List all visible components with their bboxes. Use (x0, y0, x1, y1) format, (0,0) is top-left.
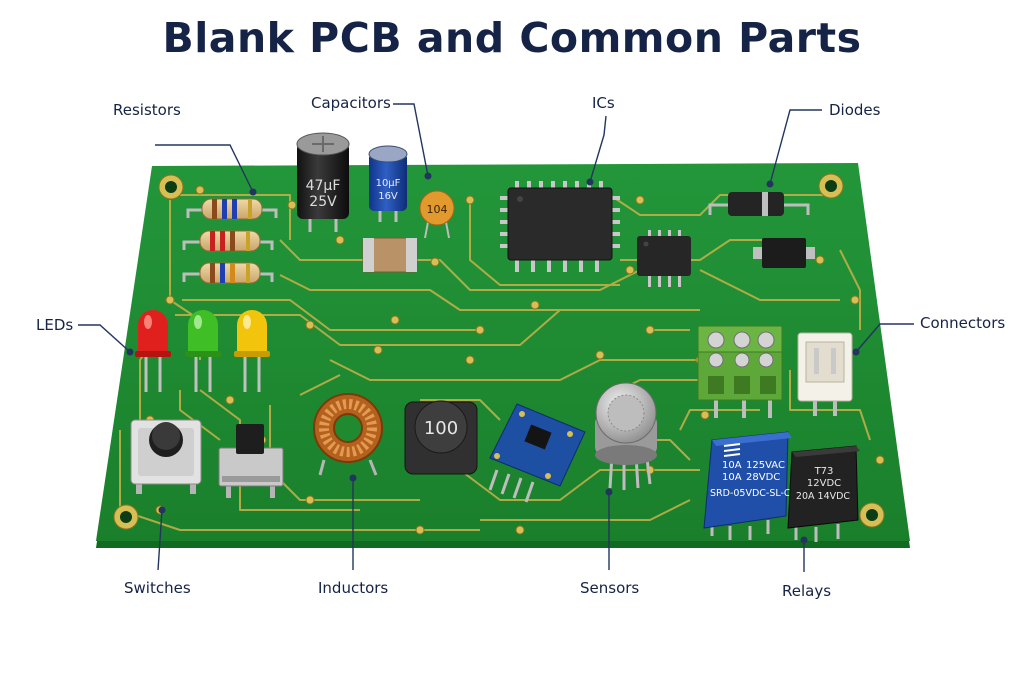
label-switches: Switches (124, 579, 191, 597)
smd-capacitor (362, 237, 418, 273)
ceramic-cap-text: 104 (427, 203, 448, 216)
resistor-1 (186, 198, 278, 220)
relay-blue: 10A 125VAC 10A 28VDC SRD-05VDC-SL-C (703, 431, 792, 540)
label-inductors: Inductors (318, 579, 389, 597)
inductor-marking-text: 100 (424, 418, 458, 439)
resistor-2 (182, 230, 274, 252)
relay-blue-line1b-text: 125VAC (746, 460, 785, 471)
relay-black-line2-text: 12VDC (807, 478, 841, 489)
sensor-breakout-board (488, 403, 586, 503)
leader-capacitors (393, 103, 429, 177)
axial-diode (708, 192, 810, 216)
toroid-inductor (313, 393, 383, 476)
electrolytic-voltage-text: 25V (309, 194, 337, 210)
label-sensors: Sensors (580, 579, 640, 597)
relay-blue-line3-text: SRD-05VDC-SL-C (710, 488, 791, 499)
blue-cap-voltage-text: 16V (378, 191, 398, 202)
jst-connector (797, 332, 853, 416)
label-diodes: Diodes (829, 101, 881, 119)
resistor-3 (182, 262, 274, 284)
smd-diode (753, 238, 815, 268)
label-capacitors: Capacitors (311, 94, 391, 112)
page-title: Blank PCB and Common Parts (162, 14, 862, 62)
pcb-board (96, 163, 910, 548)
leader-resistors (155, 144, 254, 193)
label-leds: LEDs (36, 316, 74, 334)
leader-diodes (769, 109, 822, 185)
relay-blue-line2-text: 10A (722, 472, 742, 483)
led-yellow (234, 310, 270, 392)
ceramic-capacitor: 104 (419, 190, 455, 239)
mounting-holes (113, 173, 885, 530)
relay-blue-line1-text: 10A (722, 460, 742, 471)
leader-leds (78, 324, 131, 353)
smd-power-inductor: 100 (404, 400, 478, 475)
label-connectors: Connectors (920, 314, 1006, 332)
electrolytic-value-text: 47μF (306, 178, 341, 194)
resistors (182, 198, 278, 284)
leader-dots (126, 172, 860, 544)
relay-black-line1-text: T73 (814, 466, 834, 477)
blue-cap-value-text: 10μF (376, 178, 401, 189)
label-resistors: Resistors (113, 101, 181, 119)
relay-black-line3-text: 20A 14VDC (796, 491, 851, 502)
label-ics: ICs (592, 94, 615, 112)
electrolytic-capacitor: 47μF 25V (296, 132, 350, 232)
blue-capacitor: 10μF 16V (368, 145, 408, 222)
led-green (185, 310, 221, 392)
label-relays: Relays (782, 582, 832, 600)
qfp-ic (500, 181, 620, 272)
leader-lines (78, 103, 914, 572)
slide-switch (218, 424, 284, 498)
relay-black: T73 12VDC 20A 14VDC (787, 445, 860, 542)
soic-ic (637, 230, 691, 287)
leader-switches (157, 509, 163, 571)
led-red (135, 310, 171, 392)
gas-sensor (595, 382, 657, 490)
leader-ics (589, 115, 607, 183)
leader-connectors (855, 323, 914, 353)
relay-blue-line2b-text: 28VDC (746, 472, 780, 483)
tactile-switch (130, 419, 202, 494)
terminal-block (697, 325, 783, 418)
